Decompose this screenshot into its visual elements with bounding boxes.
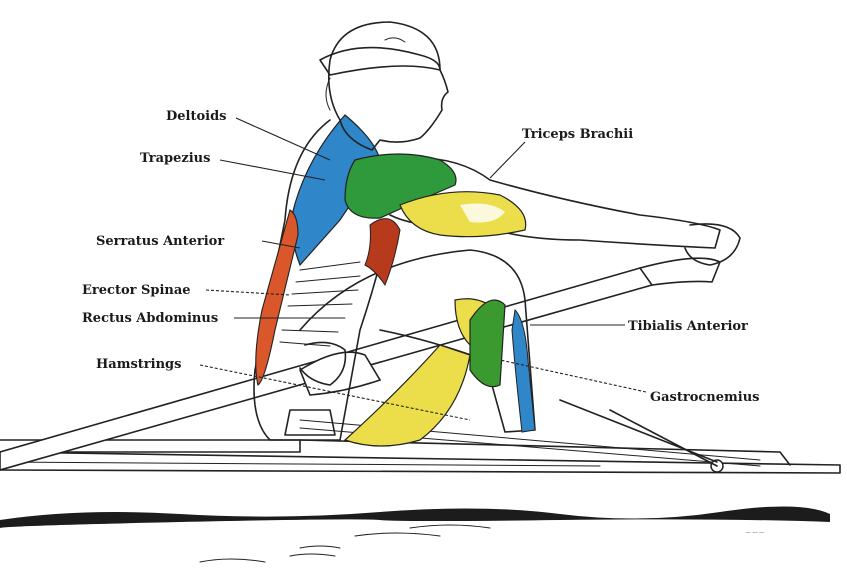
label-hamstrings: Hamstrings (96, 357, 181, 372)
serratus-muscle (365, 219, 400, 285)
label-rectus-abdominus: Rectus Abdominus (82, 311, 218, 326)
leader-deltoids (236, 118, 330, 160)
artist-signature: ~~~ (745, 528, 765, 537)
label-gastrocnemius: Gastrocnemius (650, 390, 759, 405)
triceps-muscle (400, 192, 526, 237)
labels: Deltoids Trapezius Serratus Anterior Ere… (82, 109, 759, 405)
label-triceps-brachii: Triceps Brachii (522, 127, 633, 142)
erector-spinae-muscle (256, 210, 298, 385)
water: ~~~ (0, 506, 830, 562)
leader-triceps (490, 142, 525, 178)
tibialis-muscle (512, 310, 535, 432)
label-erector-spinae: Erector Spinae (82, 283, 191, 298)
label-trapezius: Trapezius (140, 151, 210, 166)
label-tibialis-anterior: Tibialis Anterior (628, 319, 748, 334)
label-serratus-anterior: Serratus Anterior (96, 234, 224, 249)
gastrocnemius-muscle (470, 300, 505, 387)
label-deltoids: Deltoids (166, 109, 227, 124)
